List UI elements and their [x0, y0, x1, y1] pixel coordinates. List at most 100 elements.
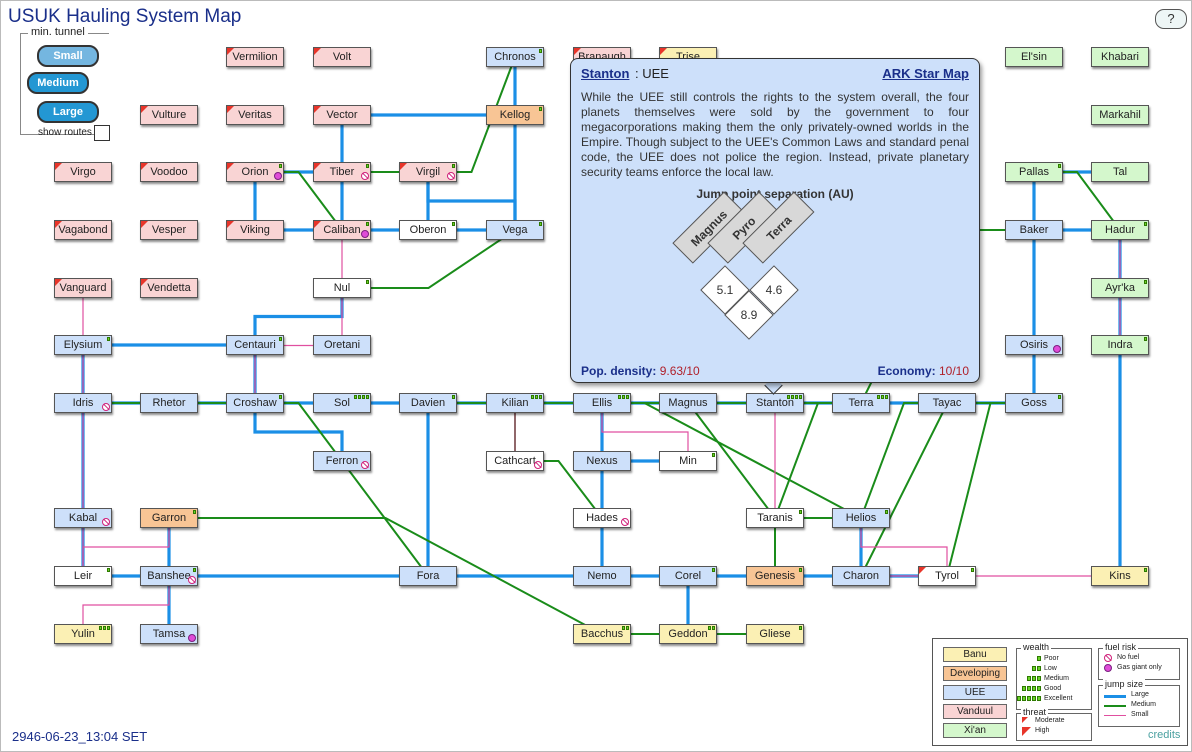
wealth-icon — [1032, 666, 1041, 671]
system-fora[interactable]: Fora — [399, 566, 457, 586]
system-chronos[interactable]: Chronos — [486, 47, 544, 67]
system-label: Kins — [1109, 570, 1131, 582]
system-vector[interactable]: Vector — [313, 105, 371, 125]
system-min[interactable]: Min — [659, 451, 717, 471]
tunnel-small-button[interactable]: Small — [37, 45, 99, 67]
system-taranis[interactable]: Taranis — [746, 508, 804, 528]
economy-label: Economy: — [877, 364, 936, 378]
system-osiris[interactable]: Osiris — [1005, 335, 1063, 355]
system-orion[interactable]: Orion — [226, 162, 284, 182]
system-kins[interactable]: Kins — [1091, 566, 1149, 586]
system-sol[interactable]: Sol — [313, 393, 371, 413]
system-nexus[interactable]: Nexus — [573, 451, 631, 471]
system-croshaw[interactable]: Croshaw — [226, 393, 284, 413]
threat-icon — [919, 567, 926, 574]
system-oretani[interactable]: Oretani — [313, 335, 371, 355]
system-vega[interactable]: Vega — [486, 220, 544, 240]
system-volt[interactable]: Volt — [313, 47, 371, 67]
jump-medium-line-icon — [1104, 705, 1126, 707]
system-elysium[interactable]: Elysium — [54, 335, 112, 355]
system-geddon[interactable]: Geddon — [659, 624, 717, 644]
credits-link[interactable]: credits — [1148, 729, 1181, 741]
system-nemo[interactable]: Nemo — [573, 566, 631, 586]
tunnel-large-button[interactable]: Large — [37, 101, 99, 123]
system-kabal[interactable]: Kabal — [54, 508, 112, 528]
system-garron[interactable]: Garron — [140, 508, 198, 528]
system-vagabond[interactable]: Vagabond — [54, 220, 112, 240]
system-oberon[interactable]: Oberon — [399, 220, 457, 240]
system-vermilion[interactable]: Vermilion — [226, 47, 284, 67]
system-ferron[interactable]: Ferron — [313, 451, 371, 471]
system-hades[interactable]: Hades — [573, 508, 631, 528]
system-centauri[interactable]: Centauri — [226, 335, 284, 355]
system-vulture[interactable]: Vulture — [140, 105, 198, 125]
system-gliese[interactable]: Gliese — [746, 624, 804, 644]
system-baker[interactable]: Baker — [1005, 220, 1063, 240]
system-cathcart[interactable]: Cathcart — [486, 451, 544, 471]
system-markahil[interactable]: Markahil — [1091, 105, 1149, 125]
system-tamsa[interactable]: Tamsa — [140, 624, 198, 644]
threat-icon — [141, 106, 148, 113]
system-kellog[interactable]: Kellog — [486, 105, 544, 125]
system-vanguard[interactable]: Vanguard — [54, 278, 112, 298]
system-genesis[interactable]: Genesis — [746, 566, 804, 586]
system-tal[interactable]: Tal — [1091, 162, 1149, 182]
tunnel-medium-button[interactable]: Medium — [27, 72, 89, 94]
system-kilian[interactable]: Kilian — [486, 393, 544, 413]
gas-giant-icon — [274, 172, 282, 180]
legend-threat-label: High — [1035, 727, 1050, 734]
system-tayac[interactable]: Tayac — [918, 393, 976, 413]
system-tiber[interactable]: Tiber — [313, 162, 371, 182]
wealth-icon — [452, 395, 455, 399]
system-label: Vagabond — [58, 224, 108, 236]
system-virgil[interactable]: Virgil — [399, 162, 457, 182]
system-banshee[interactable]: Banshee — [140, 566, 198, 586]
wealth-icon — [279, 395, 282, 399]
system-rhetor[interactable]: Rhetor — [140, 393, 198, 413]
system-terra[interactable]: Terra — [832, 393, 890, 413]
show-routes-checkbox[interactable] — [94, 125, 110, 141]
system-charon[interactable]: Charon — [832, 566, 890, 586]
system-vendetta[interactable]: Vendetta — [140, 278, 198, 298]
system-magnus[interactable]: Magnus — [659, 393, 717, 413]
system-caliban[interactable]: Caliban — [313, 220, 371, 240]
popup-system-link[interactable]: Stanton — [581, 66, 630, 81]
system-nul[interactable]: Nul — [313, 278, 371, 298]
threat-icon — [660, 48, 667, 55]
system-tyrol[interactable]: Tyrol — [918, 566, 976, 586]
system-label: Garron — [151, 512, 187, 524]
system-voodoo[interactable]: Voodoo — [140, 162, 198, 182]
system-leir[interactable]: Leir — [54, 566, 112, 586]
system-viking[interactable]: Viking — [226, 220, 284, 240]
threat-icon — [141, 221, 148, 228]
system-virgo[interactable]: Virgo — [54, 162, 112, 182]
help-button[interactable]: ? — [1155, 9, 1187, 29]
system-idris[interactable]: Idris — [54, 393, 112, 413]
wealth-icon — [1027, 676, 1041, 681]
system-yulin[interactable]: Yulin — [54, 624, 112, 644]
system-vesper[interactable]: Vesper — [140, 220, 198, 240]
wealth-icon — [366, 280, 369, 284]
system-veritas[interactable]: Veritas — [226, 105, 284, 125]
system-goss[interactable]: Goss — [1005, 393, 1063, 413]
system-bacchus[interactable]: Bacchus — [573, 624, 631, 644]
wealth-icon — [366, 164, 369, 168]
system-pallas[interactable]: Pallas — [1005, 162, 1063, 182]
system-label: Charon — [842, 570, 880, 582]
route-croshaw-ferron — [253, 403, 344, 461]
ark-star-map-link[interactable]: ARK Star Map — [882, 66, 969, 81]
system-stanton[interactable]: Stanton — [746, 393, 804, 413]
system-corel[interactable]: Corel — [659, 566, 717, 586]
system-helios[interactable]: Helios — [832, 508, 890, 528]
system-ayrka[interactable]: Ayr'ka — [1091, 278, 1149, 298]
system-indra[interactable]: Indra — [1091, 335, 1149, 355]
system-hadur[interactable]: Hadur — [1091, 220, 1149, 240]
system-label: Hades — [586, 512, 618, 524]
system-elsin[interactable]: El'sin — [1005, 47, 1063, 67]
legend-faction-banu: Banu — [943, 647, 1007, 662]
system-davien[interactable]: Davien — [399, 393, 457, 413]
system-khabari[interactable]: Khabari — [1091, 47, 1149, 67]
no-fuel-icon — [1104, 654, 1112, 662]
legend-wealth-label: Medium — [1044, 675, 1069, 682]
system-ellis[interactable]: Ellis — [573, 393, 631, 413]
